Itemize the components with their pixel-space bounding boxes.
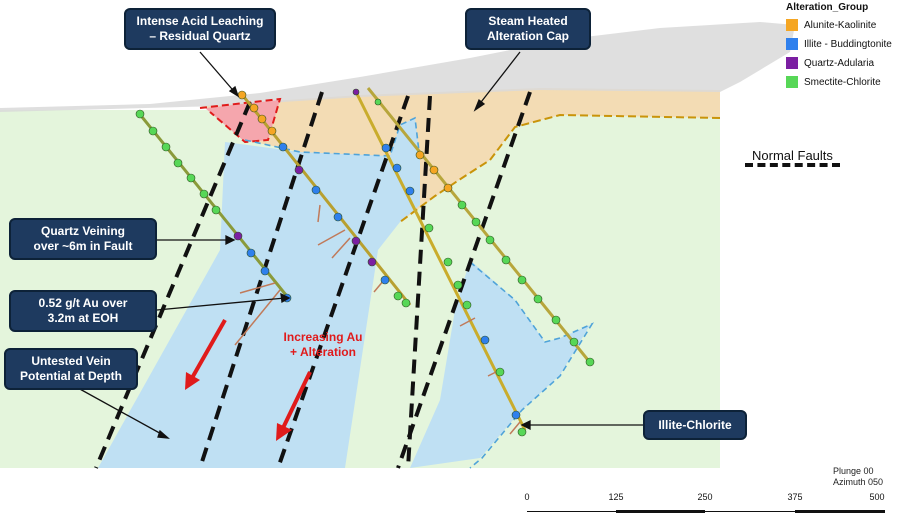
increasing-arrows	[185, 319, 312, 441]
legend-swatch	[786, 57, 798, 69]
legend-item-smectite-chlorite: Smectite-Chlorite	[786, 74, 898, 90]
alteration-legend: Alteration_Group Alunite-Kaolinite Illit…	[786, 2, 898, 93]
legend-label: Illite - Buddingtonite	[804, 38, 892, 50]
illite-zone-main	[98, 118, 420, 468]
increasing-au-line2: + Alteration	[290, 345, 356, 359]
callout-assay: 0.52 g/t Au over 3.2m at EOH	[9, 290, 157, 332]
callout-acid-leaching-line1: Intense Acid Leaching	[136, 14, 264, 28]
legend-label: Alunite-Kaolinite	[804, 19, 877, 31]
plunge-label: Plunge 00	[833, 466, 874, 476]
view-orientation: Plunge 00 Azimuth 050	[833, 466, 883, 488]
callout-untested-vein-line1: Untested Vein	[31, 354, 111, 368]
scale-segment-2	[616, 510, 705, 513]
callout-illite-chlorite-label: Illite-Chlorite	[658, 417, 732, 432]
scale-tick-375: 375	[787, 492, 803, 502]
cap-boundary	[399, 113, 721, 223]
scale-tick-500: 500	[869, 492, 885, 502]
steam-heated-cap-zone	[200, 88, 720, 222]
scale-tick-125: 125	[608, 492, 624, 502]
callout-steam-heated: Steam Heated Alteration Cap	[465, 8, 591, 50]
illite-boundary-top	[244, 116, 421, 161]
normal-faults	[94, 91, 532, 469]
illite-boundary-east	[469, 261, 595, 469]
legend-label: Smectite-Chlorite	[804, 76, 881, 88]
legend-item-quartz-adularia: Quartz-Adularia	[786, 55, 898, 71]
fault-legend-line	[745, 163, 840, 167]
scale-bar: 0 125 250 375 500	[524, 492, 885, 518]
terrain-surface	[0, 22, 795, 112]
callout-untested-vein: Untested Vein Potential at Depth	[4, 348, 138, 390]
legend-title: Alteration_Group	[786, 2, 869, 13]
legend-swatch	[786, 19, 798, 31]
callout-acid-leaching: Intense Acid Leaching – Residual Quartz	[124, 8, 276, 50]
legend-label: Quartz-Adularia	[804, 57, 875, 69]
callout-untested-vein-line2: Potential at Depth	[19, 369, 122, 383]
callout-quartz-veining-line1: Quartz Veining	[40, 224, 125, 238]
acid-leach-zone	[205, 100, 280, 142]
legend-swatch	[786, 76, 798, 88]
callout-quartz-veining-line2: over ~6m in Fault	[33, 239, 133, 253]
callout-leaders	[77, 51, 643, 439]
increasing-au-label: Increasing Au + Alteration	[268, 330, 378, 360]
callout-assay-line1: 0.52 g/t Au over	[38, 296, 128, 310]
acid-leach-outline	[199, 97, 282, 144]
scale-segment-1	[527, 511, 616, 512]
callout-quartz-veining: Quartz Veining over ~6m in Fault	[9, 218, 157, 260]
legend-item-illite-buddingtonite: Illite - Buddingtonite	[786, 36, 898, 52]
callout-steam-heated-line1: Steam Heated	[488, 14, 568, 28]
callout-steam-heated-line2: Alteration Cap	[486, 29, 569, 43]
legend-item-alunite-kaolinite: Alunite-Kaolinite	[786, 17, 898, 33]
increasing-au-line1: Increasing Au	[283, 330, 363, 344]
scale-segment-4	[795, 510, 885, 513]
callout-illite-chlorite: Illite-Chlorite	[643, 410, 747, 440]
legend-swatch	[786, 38, 798, 50]
callout-assay-line2: 3.2m at EOH	[47, 311, 119, 325]
callout-acid-leaching-line2: – Residual Quartz	[149, 29, 251, 43]
azimuth-label: Azimuth 050	[833, 477, 884, 487]
drill-samples	[135, 88, 595, 437]
scale-segment-3	[705, 511, 795, 512]
scale-tick-250: 250	[697, 492, 713, 502]
fault-legend-label: Normal Faults	[752, 148, 833, 163]
scale-tick-0: 0	[524, 492, 530, 502]
illite-zone-east	[410, 260, 590, 468]
